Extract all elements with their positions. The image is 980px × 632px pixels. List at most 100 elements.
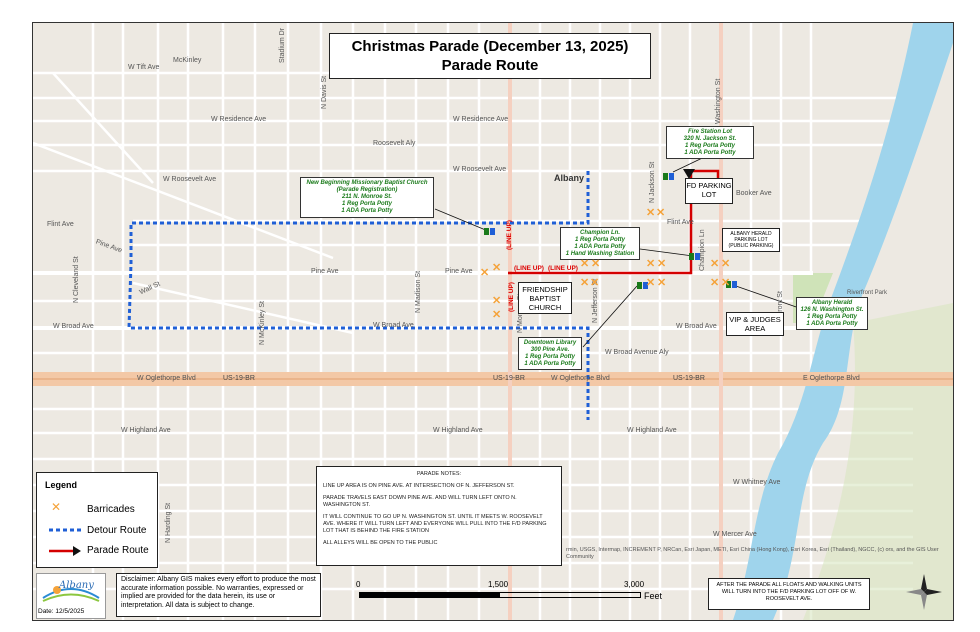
scale-unit: Feet — [644, 591, 663, 601]
scale-tick: 0 — [356, 580, 361, 589]
street-label: W Residence Ave — [211, 116, 267, 123]
legend-item-barricades: Barricades — [87, 504, 135, 515]
scale-tick: 3,000 — [624, 580, 645, 589]
fd-parking-lot-label: FD PARKING LOT — [685, 178, 733, 204]
callout-champion-ln[interactable]: Champion Ln. 1 Reg Porta Potty 1 ADA Por… — [560, 227, 640, 260]
street-label: W Residence Ave — [453, 116, 509, 123]
street-label: N Harding St — [165, 502, 172, 543]
barricade-marker: ✕ — [646, 258, 656, 270]
street-label: E Oglethorpe Blvd — [803, 375, 860, 382]
logo-text: Albany — [59, 580, 94, 591]
logo-graphic — [42, 586, 100, 602]
callout-fire-station[interactable]: Fire Station Lot 320 N. Jackson St. 1 Re… — [666, 126, 754, 159]
street-label: W Broad Ave — [53, 323, 94, 330]
scale-line — [359, 592, 641, 598]
barricade-marker: ✕ — [492, 295, 502, 307]
north-arrow-icon — [906, 574, 942, 610]
street-label: W Broad Ave — [676, 323, 717, 330]
street-label: US-19-BR — [223, 375, 255, 382]
barricade-marker: ✕ — [580, 277, 590, 289]
street-label: N McKinley St — [259, 301, 266, 345]
lineup-label: (LINE UP) — [506, 220, 513, 250]
street-label: W Broad Avenue Aly — [605, 349, 669, 356]
title-line1: Christmas Parade (December 13, 2025) — [351, 38, 629, 55]
lineup-label: (LINE UP) — [548, 265, 578, 272]
albany-logo: Albany — [36, 573, 106, 619]
notes-paragraph: ALL ALLEYS WILL BE OPEN TO THE PUBLIC — [323, 540, 438, 546]
barricade-marker: ✕ — [657, 277, 667, 289]
street-label: Stadium Dr — [279, 27, 286, 63]
street-label: W Roosevelt Ave — [163, 176, 217, 183]
title-line2: Parade Route — [441, 57, 539, 74]
city-label: Albany — [554, 173, 585, 183]
albany-herald-lot-label: ALBANY HERALD PARKING LOT (PUBLIC PARKIN… — [722, 228, 780, 252]
disclaimer: Disclaimer: Albany GIS makes every effor… — [116, 573, 321, 617]
parade-arrow — [683, 169, 695, 179]
street-label: W Highland Ave — [121, 427, 171, 434]
lineup-label: (LINE UP) — [514, 265, 544, 272]
parade-notes: PARADE NOTES: LINE UP AREA IS ON PINE AV… — [316, 466, 562, 566]
barricade-marker: ✕ — [721, 277, 731, 289]
friendship-baptist-label: FRIENDSHIP BAPTIST CHURCH — [518, 282, 572, 314]
street-label: Flint Ave — [47, 221, 74, 228]
street-label: W Highland Ave — [627, 427, 677, 434]
street-label: W Roosevelt Ave — [453, 166, 507, 173]
street-label: W Highland Ave — [433, 427, 483, 434]
street-label: N Davis St — [321, 75, 328, 109]
street-label: N Cleveland St — [73, 256, 80, 303]
vip-judges-label: VIP & JUDGES AREA — [726, 312, 784, 336]
barricade-marker: ✕ — [591, 258, 601, 270]
legend-title: Legend — [45, 480, 78, 490]
street-label: US-19-BR — [493, 375, 525, 382]
street-label: Pine Ave — [311, 268, 339, 275]
map-legend: Legend ✕ Barricades Detour Route Parade … — [36, 472, 158, 568]
street-label: Flint Ave — [667, 219, 694, 226]
detour-route — [127, 171, 590, 420]
callout-downtown-library[interactable]: Downtown Library 300 Pine Ave. 1 Reg Por… — [518, 337, 582, 370]
scale-tick: 1,500 — [488, 580, 509, 589]
barricade-marker: ✕ — [492, 262, 502, 274]
street-label: Booker Ave — [736, 190, 772, 197]
barricade-marker: ✕ — [710, 277, 720, 289]
barricade-marker: ✕ — [710, 258, 720, 270]
notes-paragraph: IT WILL CONTINUE TO GO UP N. WASHINGTON … — [323, 514, 547, 534]
notes-title: PARADE NOTES: — [416, 471, 462, 477]
barricade-marker: ✕ — [656, 207, 666, 219]
attribution: rmin, USGS, Intermap, INCREMENT P, NRCan… — [566, 547, 939, 560]
barricade-marker: ✕ — [590, 277, 600, 289]
street-label: Champion Ln — [699, 229, 706, 271]
street-label: W Oglethorpe Blvd — [551, 375, 610, 382]
barricade-icon: ✕ — [51, 500, 61, 514]
street-label: W Broad Ave — [373, 322, 414, 329]
barricade-marker: ✕ — [492, 309, 502, 321]
notes-paragraph: LINE UP AREA IS ON PINE AVE. AT INTERSEC… — [323, 483, 515, 489]
street-label: N Washington St — [715, 78, 722, 131]
street-label: US-19-BR — [673, 375, 705, 382]
after-parade-note: AFTER THE PARADE ALL FLOATS AND WALKING … — [708, 578, 870, 610]
legend-symbols: ✕ — [49, 500, 81, 556]
barricade-marker: ✕ — [646, 277, 656, 289]
street-label: W Oglethorpe Blvd — [137, 375, 196, 382]
scale-bar: 0 1,500 3,000 Feet — [356, 580, 662, 610]
street-label: W Tift Ave — [128, 64, 160, 71]
street-label: Pine Ave — [445, 268, 473, 275]
street-label: N Madison St — [415, 270, 422, 313]
barricade-marker: ✕ — [480, 267, 490, 279]
notes-paragraph: PARADE TRAVELS EAST DOWN PINE AVE. AND W… — [323, 495, 517, 508]
callout-baptist-church[interactable]: New Beginning Missionary Baptist Church … — [300, 177, 434, 218]
street-label: McKinley — [173, 57, 202, 64]
barricade-marker: ✕ — [580, 258, 590, 270]
arrow-icon — [73, 546, 81, 556]
callout-albany-herald[interactable]: Albany Herald 126 N. Washington St. 1 Re… — [796, 297, 868, 330]
street-label: W Whitney Ave — [733, 479, 781, 486]
street-label: W Mercer Ave — [713, 531, 757, 538]
barricade-marker: ✕ — [646, 207, 656, 219]
barricade-marker: ✕ — [657, 258, 667, 270]
street-label: N Jackson St — [649, 161, 656, 203]
legend-item-detour: Detour Route — [87, 525, 147, 536]
map-date: Date: 12/5/2025 — [38, 608, 85, 615]
legend-item-parade: Parade Route — [87, 545, 149, 556]
map-title: Christmas Parade (December 13, 2025) Par… — [329, 33, 651, 79]
porta-potty-markers — [484, 173, 737, 289]
lineup-label: (LINE UP) — [508, 282, 515, 312]
